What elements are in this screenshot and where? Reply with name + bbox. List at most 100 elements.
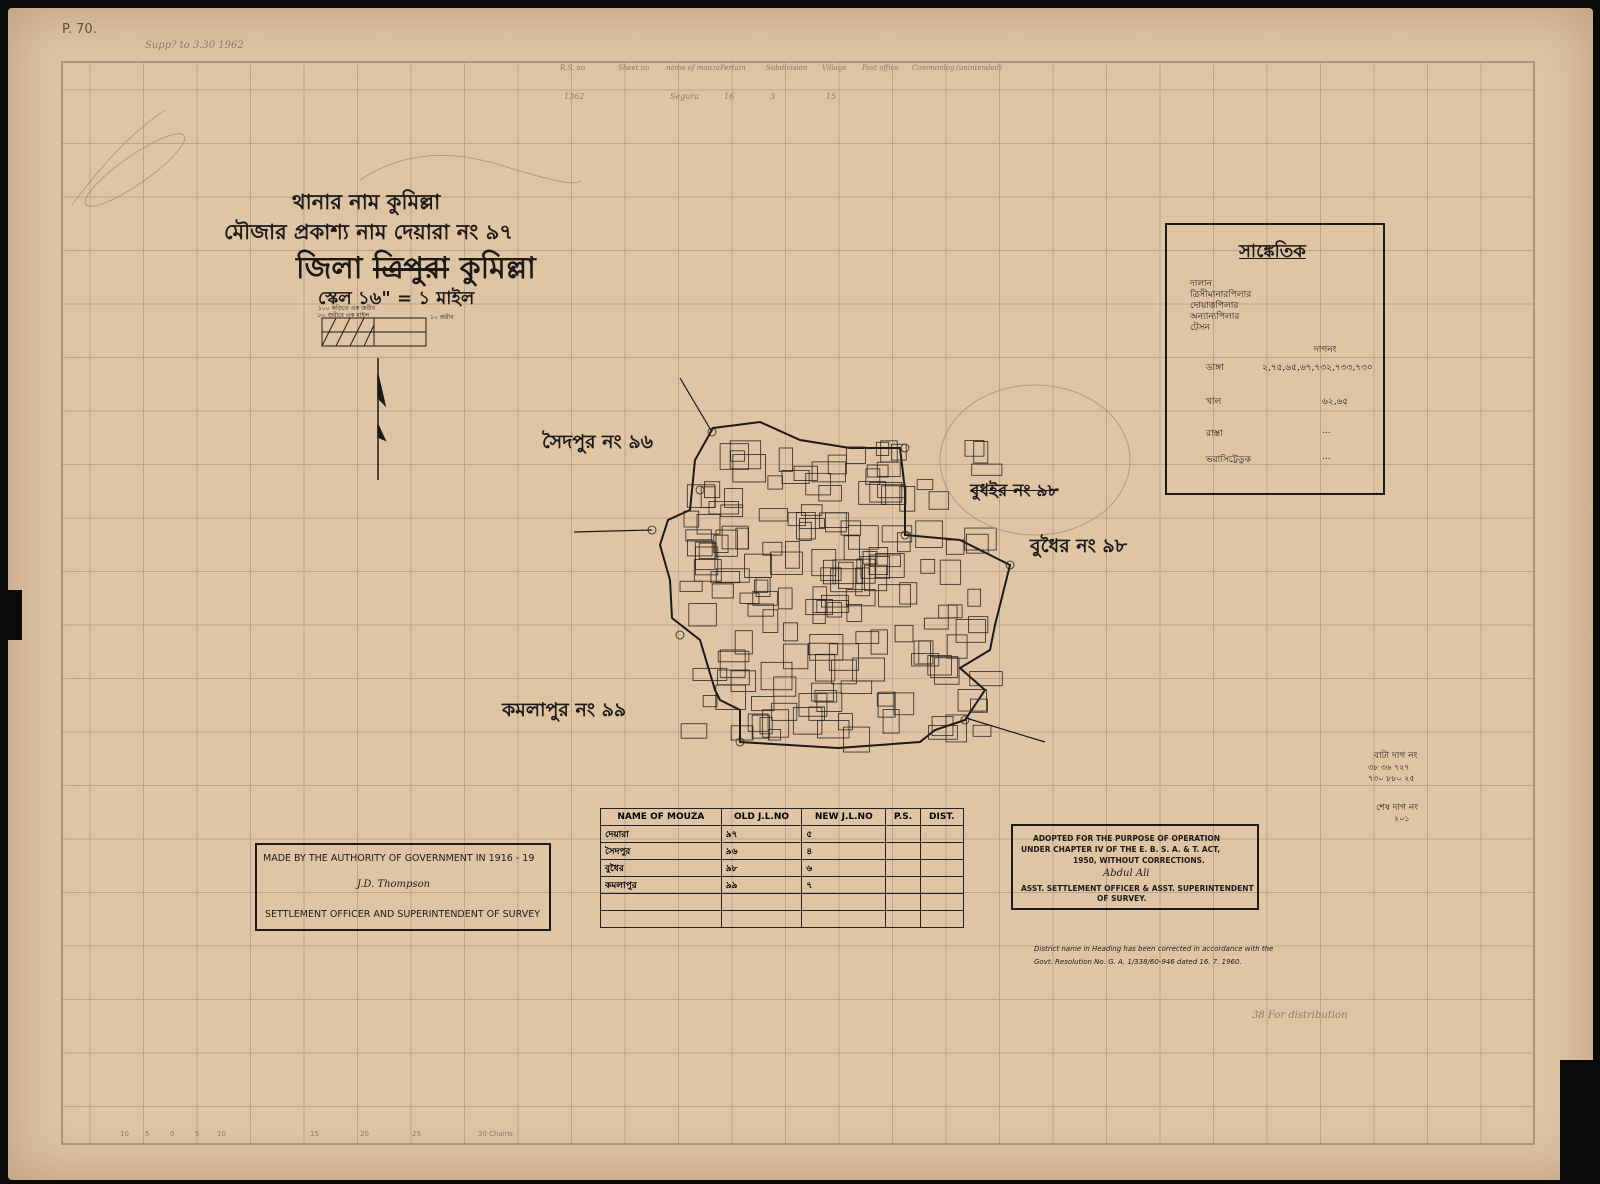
plot-parcel (852, 657, 885, 682)
adoption-line-2: UNDER CHAPTER IV OF THE E. B. S. A. & T.… (1021, 845, 1221, 854)
plot-parcel (685, 529, 712, 542)
header-table-value: Segura (670, 92, 700, 101)
plot-parcel (785, 541, 800, 569)
plot-parcel (964, 527, 997, 551)
right-note-1: বাটা দাগ নং (1374, 751, 1418, 761)
plot-parcel (700, 486, 716, 508)
plot-parcel (711, 583, 734, 599)
plot-parcel (875, 441, 890, 456)
plot-parcel (715, 529, 738, 557)
plot-parcel (812, 598, 826, 624)
plot-parcel (826, 602, 843, 618)
legend-row-label: ভরাসিট্টেডুক (1206, 455, 1251, 465)
plot-parcel (778, 447, 793, 472)
table-cell (885, 876, 921, 894)
boundary-pillar (900, 530, 910, 540)
plot-parcel (866, 464, 889, 478)
boundary-pillar (707, 427, 717, 437)
table-header: OLD J.L.NO (720, 808, 803, 826)
plot-parcel (767, 729, 782, 741)
legend-item: ত্রিসীমানারপিলার (1190, 290, 1252, 300)
right-note-4: শেষ দাগ নং (1376, 803, 1419, 813)
plot-parcel (767, 475, 783, 490)
plot-parcel (762, 609, 779, 633)
plot-parcel (821, 594, 849, 608)
plot-parcel (730, 670, 757, 692)
legend-box: সাঙ্কেতিক (1165, 223, 1385, 495)
table-cell (720, 910, 803, 928)
plot-parcel (717, 650, 750, 663)
plot-parcel (808, 642, 838, 656)
plot-parcel (831, 659, 857, 685)
right-note-3: ৭৩০ ৮৮০ ২৫ (1368, 774, 1415, 783)
header-table-value: 1362 (564, 92, 585, 101)
correction-note-2: Govt. Resolution No. G. A. 1/338/60-946 … (1034, 958, 1242, 966)
right-note-5: ২০১ (1394, 814, 1410, 823)
plot-parcel (878, 584, 911, 608)
plot-parcel (787, 512, 806, 527)
table-cell: দেয়ারা (600, 825, 722, 843)
table-header: DIST. (919, 808, 965, 826)
table-cell (919, 893, 965, 911)
scale-tick-label: 25 (412, 1130, 421, 1138)
plot-parcel (730, 450, 745, 462)
plot-parcel (679, 580, 703, 592)
scale-note-1: ১০০ কড়িতে এক জরীব (318, 305, 376, 312)
plot-parcel (692, 667, 728, 681)
plot-parcel (753, 579, 769, 593)
table-cell: কমলাপুর (600, 876, 722, 894)
mouza-title: মৌজার প্রকাশ্য নাম দেয়ারা নং ৯৭ (224, 220, 513, 244)
plot-parcel (881, 485, 907, 505)
plot-parcel (928, 491, 950, 510)
plot-parcel (843, 726, 870, 753)
plot-parcel (770, 551, 803, 575)
header-table-heading: Pertain (720, 64, 746, 72)
legend-item: দালান (1190, 279, 1213, 289)
table-cell (885, 825, 921, 843)
plot-parcel (747, 603, 774, 617)
plot-parcel (858, 481, 887, 505)
thana-title: থানার নাম কুমিল্লা (292, 190, 441, 214)
table-cell (919, 842, 965, 860)
plot-parcel (969, 671, 1003, 687)
header-table-value: 16 (724, 92, 735, 101)
plot-parcel (860, 556, 890, 579)
plot-parcel (758, 508, 788, 522)
plot-parcel (808, 706, 825, 721)
plot-parcel (869, 482, 903, 503)
correction-note-1: District name in Heading has been correc… (1034, 945, 1274, 953)
legend-plot-header: দাগনং (1314, 345, 1337, 355)
plot-parcel (964, 440, 985, 457)
header-table-heading: Commonlog (912, 64, 955, 72)
plot-parcel (792, 707, 823, 735)
plot-parcel (801, 504, 823, 516)
table-cell: ৯৮ (720, 859, 803, 877)
plot-parcel (838, 561, 854, 589)
table-cell (600, 910, 722, 928)
table-cell (885, 893, 921, 911)
plot-parcel (927, 655, 952, 676)
plot-parcel (855, 631, 880, 644)
header-table-value: 15 (826, 92, 837, 101)
scale-tick-label: 30 Chains (478, 1130, 513, 1138)
table-header: NAME OF MOUZA (600, 808, 722, 826)
plot-parcel (798, 693, 828, 717)
plot-parcel (715, 568, 750, 583)
plot-parcel (781, 469, 810, 484)
table-cell: ৪ (801, 842, 887, 860)
plot-parcel (848, 525, 879, 550)
plot-parcel (702, 695, 718, 708)
plot-parcel (877, 484, 905, 499)
scale-bar (321, 317, 427, 347)
table-cell: ৯৯ (720, 876, 803, 894)
plot-parcel (880, 440, 898, 463)
table-row (600, 910, 965, 928)
plot-parcel (920, 559, 936, 574)
plot-parcel (877, 691, 896, 718)
table-cell: বুধৈর (600, 859, 722, 877)
plot-parcel (760, 661, 793, 691)
plot-parcel (734, 630, 753, 655)
